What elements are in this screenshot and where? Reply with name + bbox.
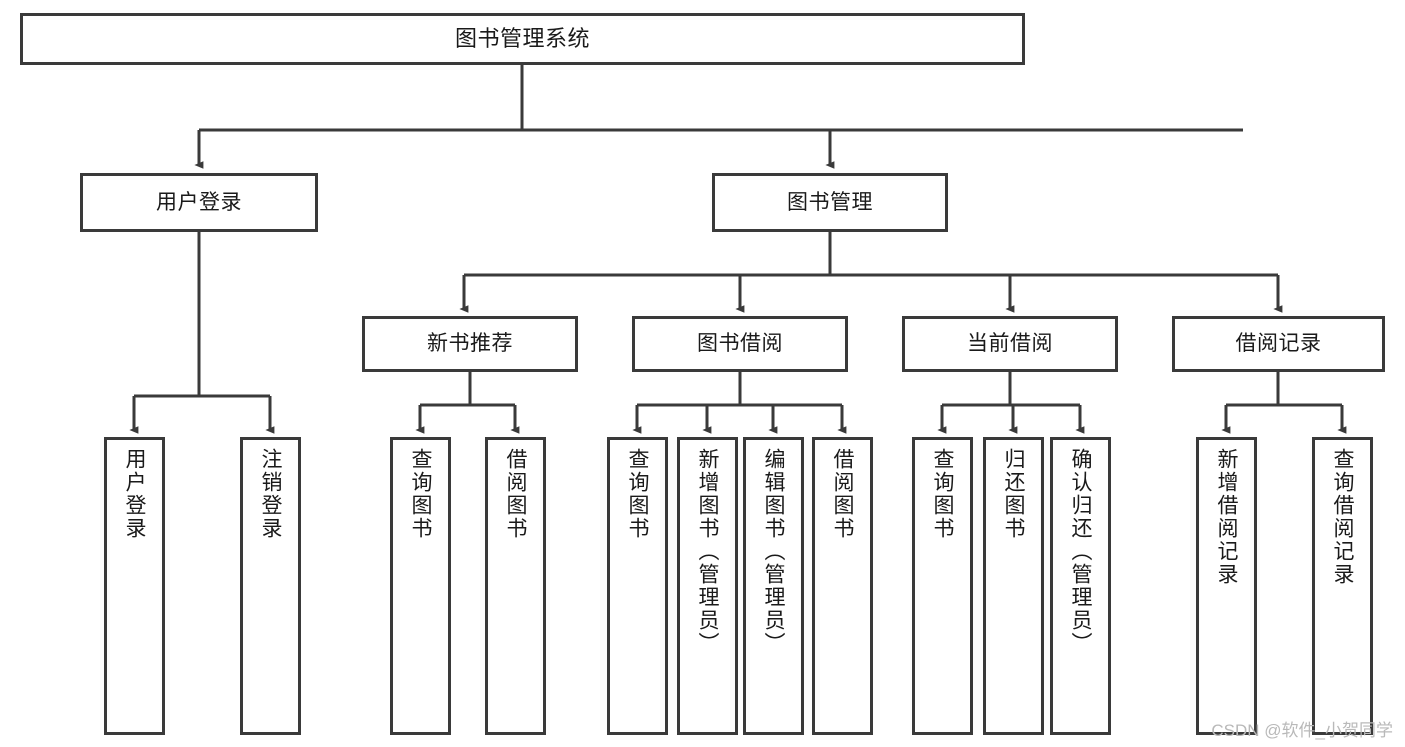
node-label: 编辑图书（管理员） [762, 448, 785, 655]
leaf-borrow-book-recommend[interactable]: 借阅图书 [485, 437, 546, 735]
leaf-query-book-borrow[interactable]: 查询图书 [607, 437, 668, 735]
node-label: 确认归还（管理员） [1069, 448, 1092, 655]
node-label: 查询借阅记录 [1331, 448, 1354, 586]
node-label: 注销登录 [259, 448, 282, 540]
leaf-confirm-return[interactable]: 确认归还（管理员） [1050, 437, 1111, 735]
node-label: 用户登录 [123, 448, 146, 540]
leaf-query-book-recommend[interactable]: 查询图书 [390, 437, 451, 735]
node-label: 新书推荐 [427, 332, 513, 356]
node-user-login[interactable]: 用户登录 [80, 173, 318, 232]
node-current-borrow[interactable]: 当前借阅 [902, 316, 1118, 372]
node-label: 新增图书（管理员） [696, 448, 719, 655]
node-label: 图书借阅 [697, 332, 783, 356]
node-label: 新增借阅记录 [1215, 448, 1238, 586]
leaf-add-book[interactable]: 新增图书（管理员） [677, 437, 738, 735]
node-label: 归还图书 [1002, 448, 1025, 540]
leaf-borrow-book[interactable]: 借阅图书 [812, 437, 873, 735]
csdn-watermark: CSDN @软件_小贺同学 [1211, 721, 1393, 740]
leaf-add-borrow-record[interactable]: 新增借阅记录 [1196, 437, 1257, 735]
node-book-manage[interactable]: 图书管理 [712, 173, 948, 232]
leaf-query-borrow-record[interactable]: 查询借阅记录 [1312, 437, 1373, 735]
leaf-return-book[interactable]: 归还图书 [983, 437, 1044, 735]
node-label: 图书管理系统 [454, 25, 590, 51]
node-label: 查询图书 [931, 448, 954, 540]
node-label: 查询图书 [409, 448, 432, 540]
node-root-system[interactable]: 图书管理系统 [20, 13, 1025, 65]
node-label: 图书管理 [787, 190, 873, 214]
leaf-query-book-current[interactable]: 查询图书 [912, 437, 973, 735]
leaf-edit-book[interactable]: 编辑图书（管理员） [743, 437, 804, 735]
node-new-book-recommend[interactable]: 新书推荐 [362, 316, 578, 372]
node-label: 查询图书 [626, 448, 649, 540]
node-label: 借阅图书 [504, 448, 527, 540]
node-label: 借阅图书 [831, 448, 854, 540]
node-label: 当前借阅 [967, 332, 1053, 356]
node-borrow-record[interactable]: 借阅记录 [1172, 316, 1385, 372]
node-book-borrow[interactable]: 图书借阅 [632, 316, 848, 372]
node-label: 借阅记录 [1235, 332, 1322, 356]
node-label: 用户登录 [156, 190, 242, 214]
leaf-user-login[interactable]: 用户登录 [104, 437, 165, 735]
leaf-logout-login[interactable]: 注销登录 [240, 437, 301, 735]
